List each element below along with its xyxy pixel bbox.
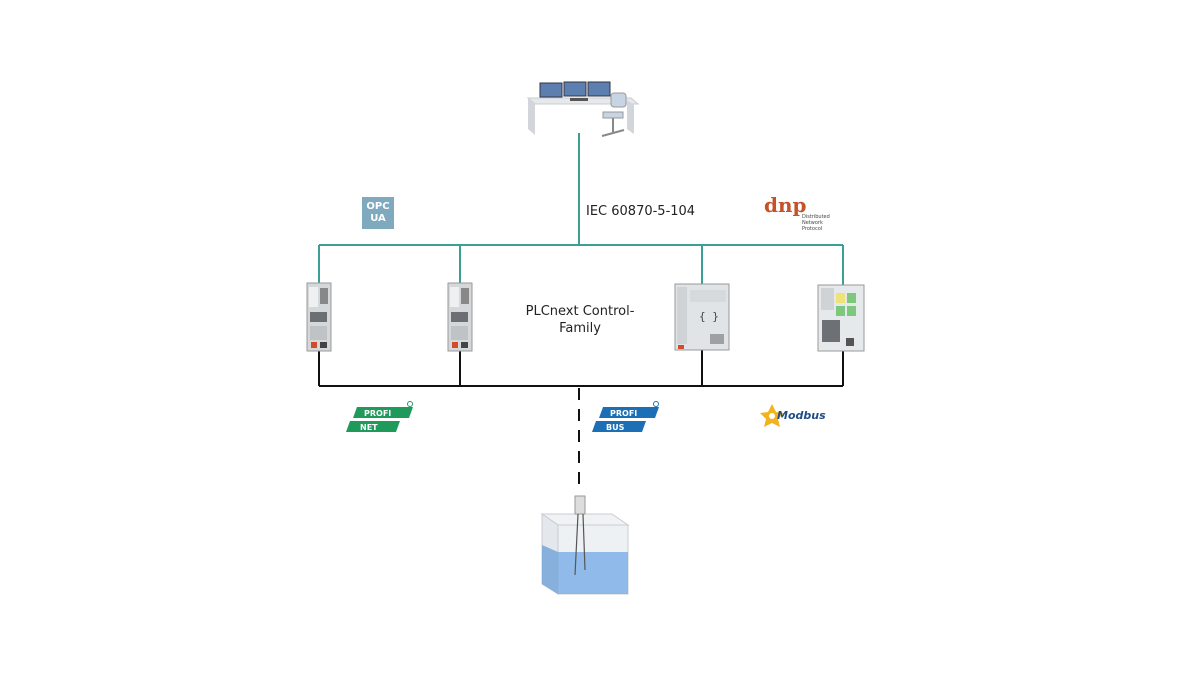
profinet-logo: PROFI NET	[346, 401, 413, 432]
controller-icon	[817, 284, 865, 352]
modbus-logo	[760, 404, 784, 427]
tank-icon	[540, 495, 630, 595]
fieldbus-network	[318, 350, 844, 490]
dnp-sub-line3: Protocol	[802, 226, 823, 232]
controller-icon	[306, 282, 332, 352]
opc-ua-line2: UA	[370, 213, 386, 224]
profibus-logo: PROFI BUS	[592, 401, 659, 432]
svg-text:{ }: { }	[699, 310, 719, 323]
svg-text:PROFI: PROFI	[364, 409, 391, 418]
opc-ua-line1: OPC	[366, 201, 390, 212]
modbus-text: Modbus	[777, 409, 826, 422]
dnp-sub-line2: Network	[802, 220, 823, 226]
svg-text:NET: NET	[360, 423, 378, 432]
iec-protocol-label: IEC 60870-5-104	[586, 204, 696, 219]
svg-text:PROFI: PROFI	[610, 409, 637, 418]
dnp-sub-line1: Distributed	[802, 214, 830, 220]
controller-icon	[447, 282, 473, 352]
ethernet-network	[318, 133, 844, 288]
opc-ua-logo: OPC UA	[362, 197, 394, 229]
plcnext-family-label: PLCnext Control- Family	[520, 303, 640, 337]
controller-icon: { }	[674, 283, 730, 351]
workstation-icon	[526, 81, 640, 137]
family-label-line2: Family	[559, 321, 601, 336]
svg-text:dnp: dnp	[764, 193, 807, 217]
dnp-logo: dnp	[764, 193, 807, 217]
family-label-line1: PLCnext Control-	[525, 304, 635, 319]
svg-text:BUS: BUS	[606, 423, 625, 432]
dnp-subtitle: Distributed Network Protocol	[802, 214, 842, 232]
